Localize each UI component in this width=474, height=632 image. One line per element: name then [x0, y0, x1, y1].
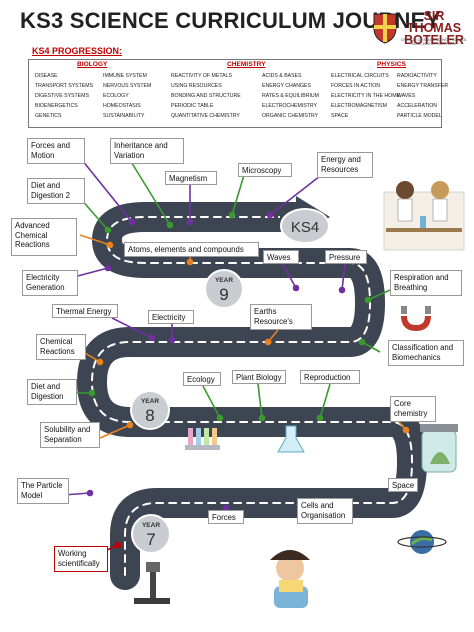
ks4-topic: REACTIVITY OF METALS [171, 73, 232, 79]
topic-inheritance: Inheritance and Variation [110, 138, 184, 164]
year8-word: YEAR [141, 398, 159, 405]
school-subtitle: CHURCH OF ENGLAND HIGH SCHOOL ENRICHED B… [400, 38, 468, 46]
year8-number: 8 [145, 406, 154, 425]
topic-plant-biology: Plant Biology [232, 370, 286, 384]
ks4-topic: HOMEOSTASIS [103, 103, 141, 109]
ks4-topic: ORGANIC CHEMISTRY [262, 113, 319, 119]
biology-connectors [60, 159, 391, 509]
flask-icon [277, 425, 305, 453]
ks4-topic: ENERGY TRANSFER [397, 83, 449, 89]
year8-circle: YEAR 8 [130, 390, 170, 430]
year7-circle: YEAR 7 [131, 514, 171, 554]
ks4-topic: ELECTRICAL CIRCUITS [331, 73, 389, 79]
topic-forces: Forces [208, 510, 244, 524]
school-name: SIR THOMAS BOTELER [404, 9, 464, 47]
reading-child-icon [270, 550, 310, 608]
topic-particle-model: The Particle Model [17, 478, 69, 504]
topic-forces-motion: Forces and Motion [27, 138, 85, 164]
ks4-topic: PARTICLE MODEL [397, 113, 442, 119]
topic-atoms-elements: Atoms, elements and compounds [124, 242, 259, 257]
ks4-topic: QUANTITATIVE CHEMISTRY [171, 113, 240, 119]
topic-solubility-separation: Solubility and Separation [40, 422, 100, 448]
ks4-topic: SUSTAINABILITY [103, 113, 145, 119]
ks4-topic: RATES & EQUILIBRIUM [262, 93, 319, 99]
topic-advanced-chemical-reactions: Advanced Chemical Reactions [11, 218, 77, 256]
topic-chemical-reactions: Chemical Reactions [36, 334, 86, 360]
ks4-topic: ACCELERATION [397, 103, 437, 109]
topic-working-scientifically: Working scientifically [54, 546, 108, 572]
year7-word: YEAR [142, 522, 160, 529]
ks4-topic: PERIODIC TABLE [171, 103, 214, 109]
physics-heading: PHYSICS [377, 61, 406, 68]
jar-specimen-icon [420, 424, 458, 473]
ks4-topic: GENETICS [35, 113, 62, 119]
ks4-topic: RADIOACTIVITY [397, 73, 437, 79]
topic-ecology: Ecology [183, 372, 221, 386]
road-path [77, 202, 427, 590]
topic-waves: Waves [263, 250, 299, 264]
ks4-progression-box: BIOLOGY CHEMISTRY PHYSICS DISEASE TRANSP… [28, 59, 448, 128]
topic-classification: Classification and Biomechanics [388, 340, 464, 366]
topic-pressure: Pressure [325, 250, 367, 264]
ks4-topic: BONDING AND STRUCTURE [171, 93, 241, 99]
topic-energy-resources: Energy and Resources [317, 152, 373, 178]
chemistry-heading: CHEMISTRY [227, 61, 266, 68]
microscope-icon [134, 562, 170, 604]
year9-circle: YEAR 9 [204, 269, 244, 309]
ks4-topic: BIOENERGETICS [35, 103, 78, 109]
topic-electricity-generation: Electricity Generation [22, 270, 78, 296]
ks4-topic: ELECTROCHEMISTRY [262, 103, 317, 109]
year7-number: 7 [146, 530, 155, 549]
topic-diet-digestion-2: Diet and Digestion 2 [27, 178, 85, 204]
ks4-topic: ELECTRICITY IN THE HOME [331, 93, 400, 99]
topic-thermal-energy: Thermal Energy [52, 304, 118, 318]
school-crest-icon [373, 13, 397, 44]
topic-respiration: Respiration and Breathing [390, 270, 462, 296]
page-title: KS3 SCIENCE CURRICULUM JOURNEY [20, 8, 441, 33]
scientists-illustration-icon [383, 181, 465, 251]
ks4-topic: IMMUNE SYSTEM [103, 73, 147, 79]
ks4-topic: DIGESTIVE SYSTEMS [35, 93, 89, 99]
topic-electricity: Electricity [148, 310, 194, 324]
ks4-text: KS4 [291, 219, 319, 236]
ks4-topic: ELECTROMAGNETISM [331, 103, 387, 109]
topic-earths-resources: Earths Resource's [250, 304, 312, 330]
test-tubes-icon [185, 428, 220, 450]
year9-word: YEAR [215, 277, 233, 284]
topic-space: Space [388, 478, 418, 492]
ks4-topic: DISEASE [35, 73, 58, 79]
ks4-topic: FORCES IN ACTION [331, 83, 380, 89]
topic-cells-organisation: Cells and Organisation [297, 498, 353, 524]
topic-core-chemistry: Core chemistry [390, 396, 436, 422]
ks4-topic: ECOLOGY [103, 93, 129, 99]
topic-microscopy: Microscopy [238, 163, 292, 177]
planet-icon [397, 530, 447, 554]
ks4-topic: TRANSPORT SYSTEMS [35, 83, 94, 89]
ks4-progression-label: KS4 PROGRESSION: [32, 46, 123, 56]
magnet-icon [401, 306, 431, 332]
ks4-topic: ENERGY CHANGES [262, 83, 311, 89]
ks4-topic: WAVES [397, 93, 416, 99]
ks4-topic: ACIDS & BASES [262, 73, 302, 79]
topic-magnetism: Magnetism [165, 171, 217, 185]
topic-diet-digestion: Diet and Digestion [27, 379, 77, 405]
topic-reproduction: Reproduction [300, 370, 360, 384]
year9-number: 9 [219, 285, 228, 304]
ks4-badge: KS4 [280, 208, 330, 244]
ks4-topic: SPACE [331, 113, 349, 119]
biology-heading: BIOLOGY [77, 61, 108, 68]
ks4-topic: NERVOUS SYSTEM [103, 83, 152, 89]
ks4-topic: USING RESOURCES [171, 83, 222, 89]
